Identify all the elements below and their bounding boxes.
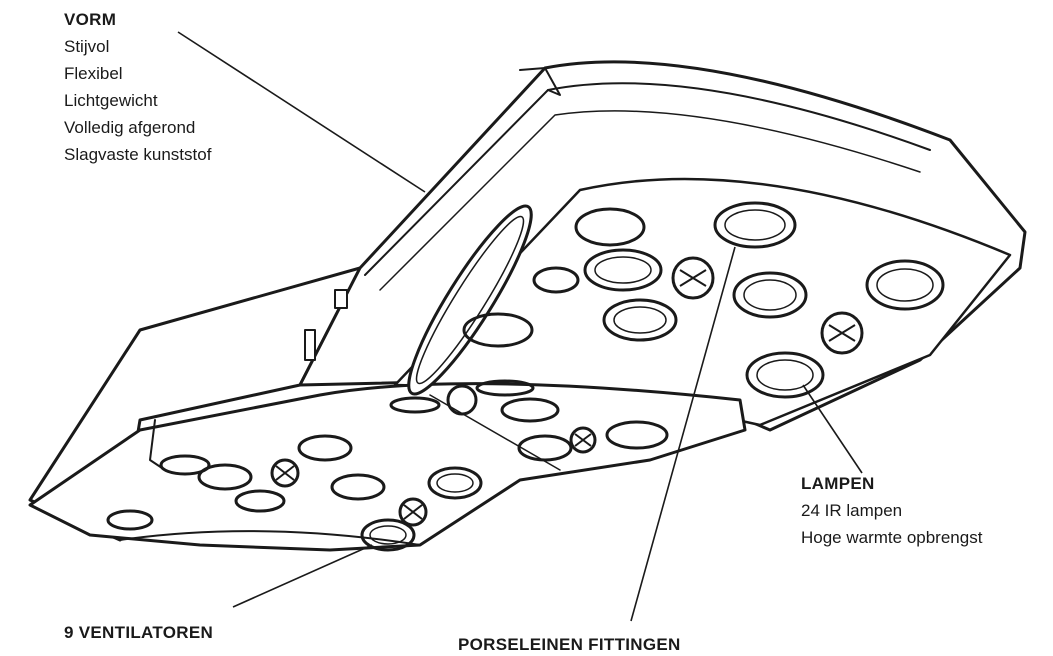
leader-vorm <box>178 32 425 192</box>
leader-ventilatoren <box>233 545 372 607</box>
list-item: Flexibel <box>64 60 211 87</box>
feature-list: Stijvol Flexibel Lichtgewicht Volledig a… <box>64 33 211 168</box>
list-item: 24 IR lampen <box>801 497 982 524</box>
callout-title: VORM <box>64 9 211 31</box>
callout-vorm: VORM Stijvol Flexibel Lichtgewicht Volle… <box>64 9 211 168</box>
callout-title: LAMPEN <box>801 473 982 495</box>
callout-lampen: LAMPEN 24 IR lampen Hoge warmte opbrengs… <box>801 473 982 551</box>
feature-list: 24 IR lampen Hoge warmte opbrengst <box>801 497 982 551</box>
list-item: Stijvol <box>64 33 211 60</box>
list-item: Lichtgewicht <box>64 87 211 114</box>
callout-fittingen: PORSELEINEN FITTINGEN <box>458 634 681 656</box>
list-item: Slagvaste kunststof <box>64 141 211 168</box>
callout-ventilatoren: 9 VENTILATOREN <box>64 622 213 644</box>
list-item: Hoge warmte opbrengst <box>801 524 982 551</box>
list-item: Volledig afgerond <box>64 114 211 141</box>
